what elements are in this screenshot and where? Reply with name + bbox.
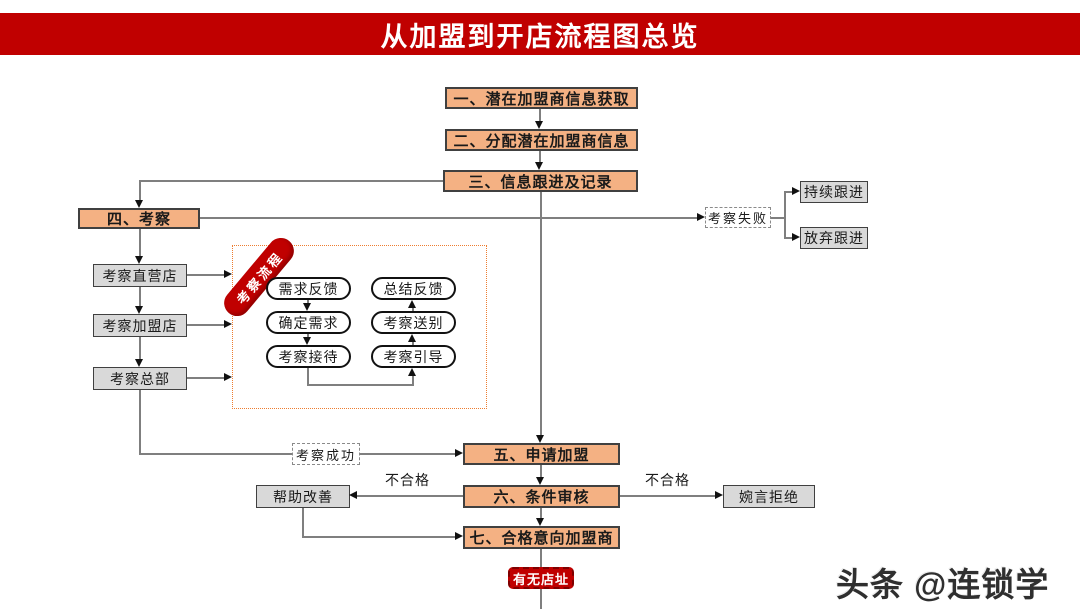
connector-line: [307, 384, 414, 386]
node-confirm-need: 确定需求: [266, 311, 351, 334]
arrowhead: [135, 359, 143, 367]
arrowhead: [408, 300, 416, 308]
arrowhead: [303, 303, 311, 311]
connector-line: [785, 191, 793, 193]
connector-line: [307, 334, 309, 338]
page-title: 从加盟到开店流程图总览: [380, 21, 700, 52]
arrowhead: [135, 306, 143, 314]
connector-line: [187, 324, 224, 326]
node-inspection-reception: 考察接待: [266, 345, 351, 368]
inspection-process-frame: [232, 245, 487, 409]
arrowhead: [349, 491, 357, 499]
node-inspect-direct-store: 考察直营店: [93, 264, 187, 287]
connector-line: [187, 274, 224, 276]
step-4-inspection: 四、考察: [78, 208, 200, 229]
connector-line: [539, 151, 541, 163]
connector-line: [412, 307, 414, 311]
connector-line: [785, 237, 793, 239]
node-inspection-fail: 考察失败: [705, 207, 771, 228]
node-inspection-success: 考察成功: [292, 443, 360, 465]
arrowhead: [408, 334, 416, 342]
arrowhead: [455, 532, 463, 540]
node-need-feedback: 需求反馈: [266, 277, 351, 300]
step-5-apply-franchise: 五、申请加盟: [463, 443, 620, 465]
node-give-up-following: 放弃跟进: [800, 227, 868, 249]
node-summary-feedback: 总结反馈: [371, 277, 456, 300]
step-3-info-follow-up: 三、信息跟进及记录: [443, 170, 638, 192]
connector-line: [200, 217, 697, 219]
arrowhead: [792, 233, 800, 241]
watermark-text: 头条 @连锁学习库: [836, 566, 1050, 603]
connector-line: [540, 465, 542, 478]
connector-line: [539, 109, 541, 122]
connector-line: [139, 390, 141, 455]
arrowhead: [536, 477, 544, 485]
connector-line: [139, 287, 141, 307]
connector-line: [412, 376, 414, 385]
connector-line: [302, 508, 304, 538]
arrowhead: [715, 491, 723, 499]
connector-line: [139, 453, 292, 455]
arrowhead: [535, 162, 543, 170]
arrowhead: [224, 320, 232, 328]
connector-line: [307, 300, 309, 304]
title-bar: 从加盟到开店流程图总览: [0, 13, 1080, 55]
connector-line: [302, 536, 455, 538]
arrowhead: [135, 200, 143, 208]
connector-line: [139, 180, 141, 200]
arrowhead: [135, 256, 143, 264]
arrowhead: [792, 187, 800, 195]
arrowhead: [697, 213, 705, 221]
arrowhead: [408, 368, 416, 376]
connector-line: [784, 191, 786, 239]
node-inspect-headquarters: 考察总部: [93, 367, 187, 390]
node-polite-refuse: 婉言拒绝: [723, 485, 815, 508]
connector-line: [620, 495, 715, 497]
connector-line: [139, 229, 141, 257]
connector-line: [307, 368, 309, 385]
connector-line: [412, 341, 414, 345]
node-help-improve: 帮助改善: [256, 485, 350, 508]
step-7-qualified-franchisee: 七、合格意向加盟商: [463, 526, 620, 549]
connector-line: [540, 192, 542, 435]
node-inspection-farewell: 考察送别: [371, 311, 456, 334]
connector-line: [357, 495, 463, 497]
connector-line: [187, 377, 224, 379]
connector-line: [771, 217, 785, 219]
arrowhead: [455, 449, 463, 457]
node-inspect-franchise-store: 考察加盟店: [93, 314, 187, 337]
connector-line: [360, 453, 455, 455]
arrowhead: [224, 270, 232, 278]
connector-line: [139, 337, 141, 360]
arrowhead: [536, 435, 544, 443]
connector-line: [540, 508, 542, 519]
node-keep-following: 持续跟进: [800, 181, 868, 203]
label-unqualified-right: 不合格: [645, 472, 690, 488]
step-1-lead-info-acquisition: 一、潜在加盟商信息获取: [445, 87, 638, 109]
arrowhead: [224, 373, 232, 381]
arrowhead: [303, 337, 311, 345]
arrowhead: [536, 518, 544, 526]
label-unqualified-left: 不合格: [385, 472, 430, 488]
node-site-availability: 有无店址: [508, 567, 574, 589]
step-6-condition-review: 六、条件审核: [463, 485, 620, 508]
node-inspection-guide: 考察引导: [371, 345, 456, 368]
arrowhead: [535, 121, 543, 129]
connector-line: [140, 180, 443, 182]
step-2-assign-lead-info: 二、分配潜在加盟商信息: [445, 129, 638, 151]
